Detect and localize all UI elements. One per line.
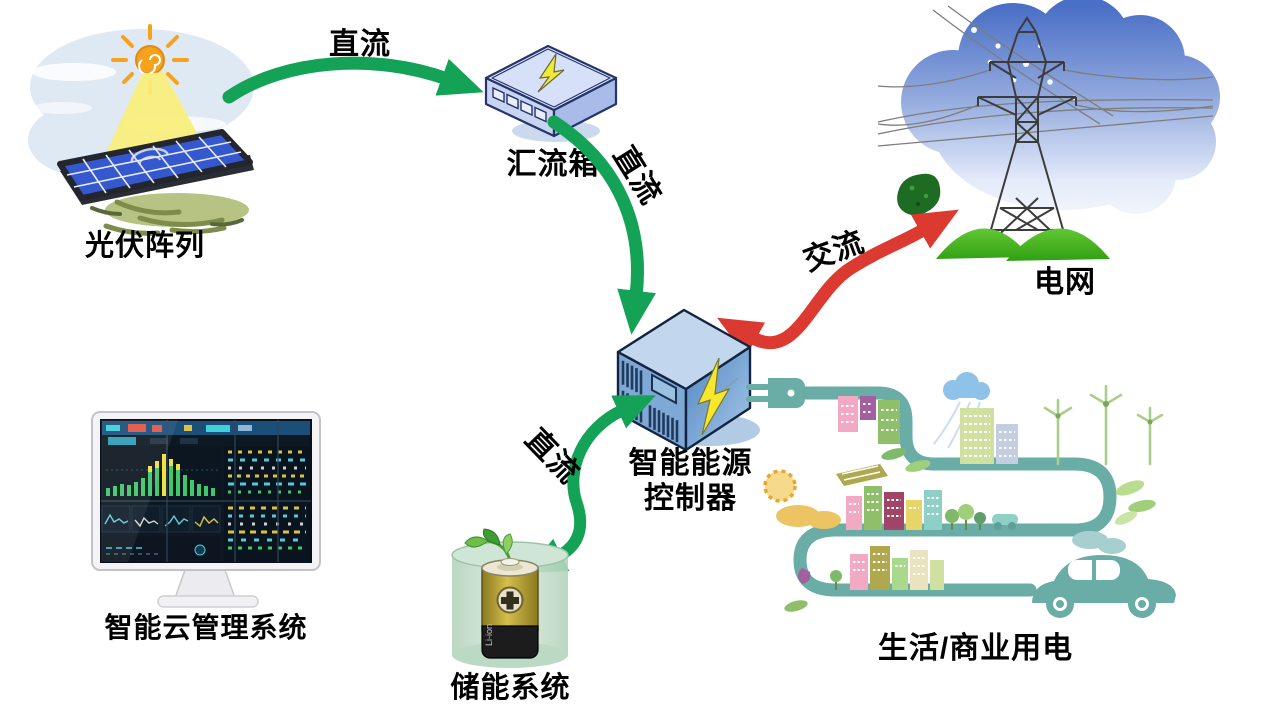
grass-mounds (936, 228, 1110, 261)
sun-cloud-icon (763, 469, 841, 529)
grid-label: 电网 (1034, 266, 1096, 299)
plug-icon (746, 378, 805, 408)
solar-panel-icon (57, 129, 254, 205)
buildings-center (960, 408, 1018, 464)
cloud-mgmt-label: 智能云管理系统 (104, 612, 308, 643)
grass (90, 193, 249, 236)
battery-illustration: Li-ion (451, 528, 569, 668)
power-cord (793, 386, 1117, 597)
front-ports (492, 86, 547, 123)
buildings-mid-row (846, 486, 1018, 530)
controller-label-line2: 控制器 (644, 482, 737, 515)
monitor-illustration (91, 411, 321, 608)
battery-icon: Li-ion (481, 559, 539, 659)
foliage-right (1114, 480, 1156, 525)
battery-text: Li-ion (484, 624, 494, 646)
sky-cloud (901, 0, 1220, 214)
wind-turbines (1043, 384, 1164, 466)
combiner-box-icon (484, 44, 618, 142)
sprout-icon (464, 528, 520, 566)
teal-cloud-icon (1072, 531, 1126, 554)
panel-window (651, 373, 677, 405)
videowall-seams (101, 420, 311, 562)
power-grid-illustration (877, 0, 1220, 261)
buildings-top-row (836, 396, 931, 486)
transmission-tower-icon (977, 16, 1077, 248)
dc-arrow-controller-storage (524, 395, 656, 574)
consumption-label: 生活/商业用电 (877, 632, 1074, 665)
storage-label: 储能系统 (450, 672, 571, 704)
dc-arrow-combiner-to-controller (547, 115, 656, 335)
pv-array-illustration (28, 24, 254, 236)
dashboard-screen (101, 420, 311, 562)
pv-array-label: 光伏阵列 (84, 230, 205, 262)
dc-arrow-pv-to-combiner (222, 56, 484, 104)
ac-arrow-controller-grid (717, 209, 959, 357)
city-consumption-illustration (746, 372, 1176, 618)
buildings-bottom-row (784, 546, 944, 612)
car-icon (1032, 555, 1176, 618)
telemetry-grid (224, 446, 310, 562)
lightning-icon (537, 53, 565, 93)
dc-label-pv-combiner: 直流 (329, 28, 391, 61)
lightning-icon (696, 357, 731, 436)
